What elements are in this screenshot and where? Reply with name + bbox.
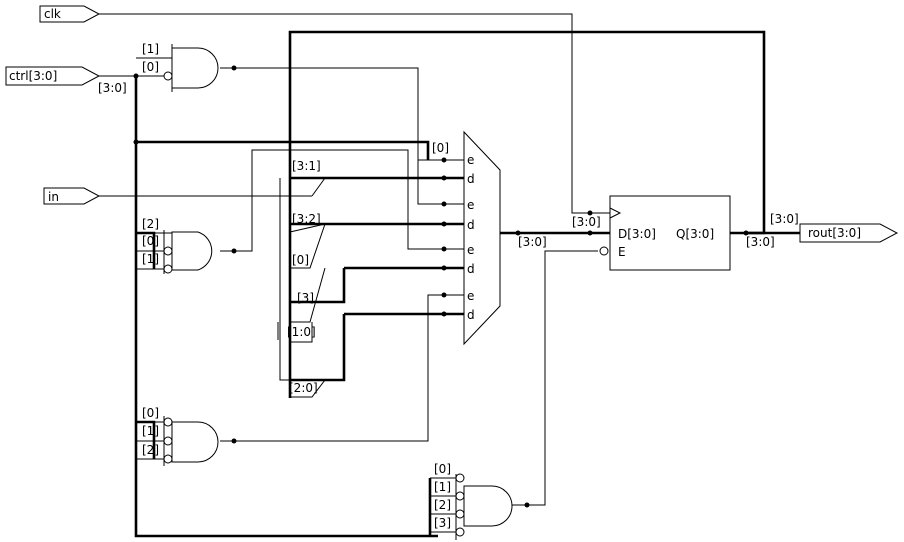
mux-pin-e3: e [467, 243, 474, 257]
in-port-label: in [48, 190, 59, 204]
gate2-in3-label: [1] [142, 252, 159, 266]
mux-pin-d2: d [467, 218, 475, 232]
gate2-in1-label: [2] [142, 217, 159, 231]
junction-dots [133, 65, 749, 508]
gate4-in4-label: [3] [434, 516, 451, 530]
rout-port[interactable]: rout[3:0] [799, 223, 899, 243]
bus-labels: [3:0] [3:0] [3:0] [3:0] [3:0] [98, 81, 799, 249]
gate3-in2-label: [1] [142, 424, 159, 438]
ff-d-pin: D[3:0] [618, 227, 656, 241]
mux-sel0-label: [0] [432, 141, 449, 155]
gate1-in1-label: [1] [142, 42, 159, 56]
and-gate-4[interactable] [455, 473, 513, 537]
mux-pin-d4: d [467, 308, 475, 322]
ff-q-pin: Q[3:0] [676, 227, 714, 241]
mux-out-label: [3:0] [518, 235, 547, 249]
bit-3-label: [3] [297, 291, 314, 305]
gate4-in1-label: [0] [434, 462, 451, 476]
ctrl-port[interactable]: ctrl[3:0] [5, 66, 101, 86]
clk-port-label: clk [44, 7, 61, 21]
q-out-label: [3:0] [746, 235, 775, 249]
gate4-in2-label: [1] [434, 480, 451, 494]
ff-clk-bus-label: [3:0] [572, 215, 601, 229]
mux[interactable]: e d e d e d e d [463, 130, 501, 346]
gate4-in3-label: [2] [434, 498, 451, 512]
slice-3-2-label: [3:2] [292, 212, 321, 226]
gate1-in2-label: [0] [142, 60, 159, 74]
slice-1-0-label: [1:0] [287, 325, 316, 339]
flipflop[interactable]: D[3:0] E Q[3:0] [599, 195, 731, 271]
slice-3-1-label: [3:1] [292, 159, 321, 173]
slice-2-0-label: [2:0] [289, 381, 318, 395]
mux-input-labels: [0] [3:1] [3:2] [0] [3] [1:0] [2:0] [287, 141, 449, 395]
mux-pin-d3: d [467, 262, 475, 276]
gate2-in2-label: [0] [142, 234, 159, 248]
gate1-labels: [1] [0] [142, 42, 159, 74]
rout-port-label: rout[3:0] [808, 226, 861, 240]
in-port[interactable]: in [43, 187, 101, 205]
ctrl-port-label: ctrl[3:0] [9, 69, 57, 83]
mux-pin-e2: e [467, 198, 474, 212]
gate3-labels: [0] [1] [2] [142, 406, 159, 457]
and-gate-1[interactable] [163, 47, 219, 89]
mux-pin-e1: e [467, 153, 474, 167]
gate4-labels: [0] [1] [2] [3] [434, 462, 451, 530]
q-top-label: [3:0] [770, 212, 799, 226]
mux-pin-d1: d [467, 172, 475, 186]
ff-e-pin: E [618, 245, 626, 259]
gate3-in3-label: [2] [142, 443, 159, 457]
gate3-in1-label: [0] [142, 406, 159, 420]
mux-pin-e4: e [467, 289, 474, 303]
bit-0-label: [0] [292, 253, 309, 267]
clk-port[interactable]: clk [39, 5, 101, 23]
gate-input-brackets [163, 44, 457, 540]
gate2-labels: [2] [0] [1] [142, 217, 159, 266]
ctrl-bus-label: [3:0] [98, 81, 127, 95]
and-gate-3[interactable] [163, 417, 219, 464]
and-gate-2[interactable] [163, 231, 213, 274]
